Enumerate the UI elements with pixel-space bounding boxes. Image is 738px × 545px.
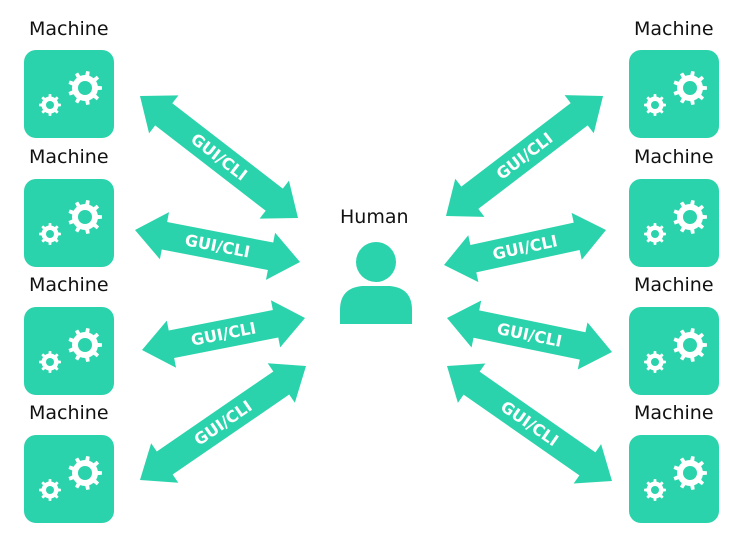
connection-arrow-right-1: GUI/CLI: [446, 95, 604, 217]
gears-icon: [39, 71, 102, 116]
machine-label-left-3: Machine: [29, 274, 109, 296]
machine-node-left-4: [24, 435, 114, 523]
person-icon: [340, 242, 412, 324]
gears-icon: [644, 200, 707, 245]
gears-icon: [644, 71, 707, 116]
connection-arrow-left-4: GUI/CLI: [140, 363, 306, 483]
gears-icon: [644, 456, 707, 501]
gears-icon: [39, 200, 102, 245]
machine-label-right-3: Machine: [634, 274, 714, 296]
machine-node-left-1: [24, 50, 114, 138]
human-node: [336, 240, 416, 326]
connection-arrow-left-3: GUI/CLI: [142, 300, 305, 368]
gears-icon: [644, 328, 707, 373]
machine-label-right-4: Machine: [634, 402, 714, 424]
connection-arrow-left-1: GUI/CLI: [140, 95, 299, 219]
machine-label-right-1: Machine: [634, 18, 714, 40]
gears-icon: [39, 456, 102, 501]
machine-label-left-4: Machine: [29, 402, 109, 424]
machine-node-right-3: [629, 307, 719, 395]
machine-label-left-1: Machine: [29, 18, 109, 40]
machine-label-right-2: Machine: [634, 146, 714, 168]
machine-label-left-2: Machine: [29, 146, 109, 168]
machine-node-right-2: [629, 179, 719, 267]
connection-arrow-right-4: GUI/CLI: [447, 363, 612, 484]
machine-node-right-1: [629, 50, 719, 138]
machine-node-left-3: [24, 307, 114, 395]
connection-arrow-right-2: GUI/CLI: [444, 212, 607, 283]
gears-icon: [39, 328, 102, 373]
machine-node-left-2: [24, 179, 114, 267]
human-label: Human: [340, 206, 409, 228]
machine-node-right-4: [629, 435, 719, 523]
connection-arrow-right-3: GUI/CLI: [447, 300, 613, 370]
